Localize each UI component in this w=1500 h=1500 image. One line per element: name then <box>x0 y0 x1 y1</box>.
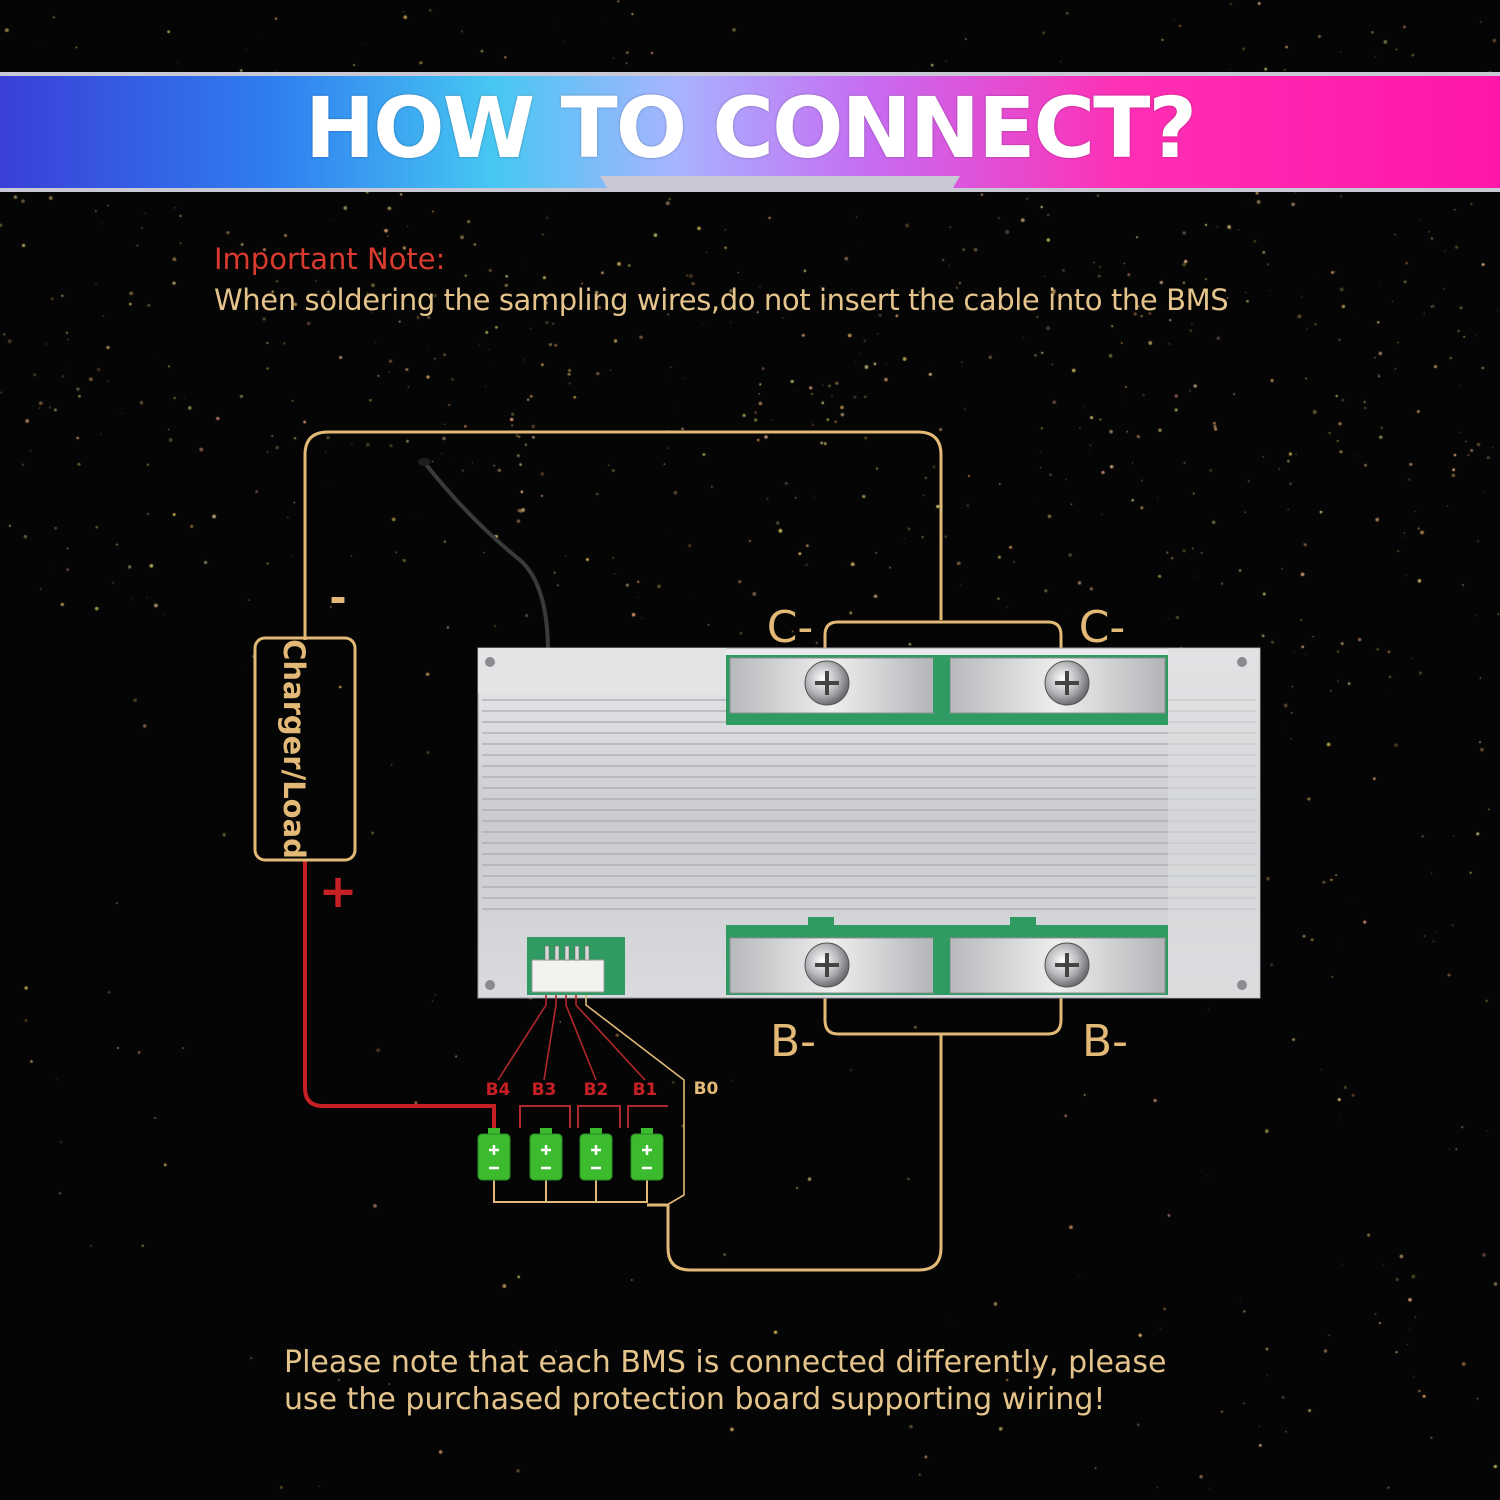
battery-tap-links <box>493 1105 668 1203</box>
bms-board <box>477 647 1261 999</box>
screw-icon <box>1044 660 1090 706</box>
charger-load-label: Charger/Load <box>277 639 311 859</box>
footer-note-line2: use the purchased protection board suppo… <box>284 1382 1106 1417</box>
footer-note-line1: Please note that each BMS is connected d… <box>284 1345 1167 1380</box>
sampling-wires <box>497 995 685 1206</box>
b4-label: B4 <box>486 1080 511 1100</box>
mount-hole <box>485 980 495 990</box>
footer-note: Please note that each BMS is connected d… <box>284 1344 1284 1418</box>
page-title: HOW TO CONNECT? <box>304 79 1197 177</box>
important-note-title: Important Note: <box>214 242 446 276</box>
b-minus-right-label: B- <box>1082 1016 1128 1067</box>
b3-label: B3 <box>532 1080 557 1100</box>
battery-icon <box>579 1128 613 1181</box>
banner-notch <box>600 176 960 188</box>
heatsink-fins <box>482 699 1256 910</box>
b2-label: B2 <box>584 1080 609 1100</box>
c-minus-left-label: C- <box>767 602 814 653</box>
wire-c-minus-bridge <box>823 620 1063 658</box>
b0-label: B0 <box>694 1079 719 1099</box>
b1-label: B1 <box>633 1080 658 1100</box>
c-minus-right-label: C- <box>1079 602 1126 653</box>
balance-connector <box>531 959 605 993</box>
mount-hole <box>1237 980 1247 990</box>
b-minus-left-label: B- <box>770 1016 816 1067</box>
battery-icon <box>529 1128 563 1181</box>
minus-sign: - <box>329 573 346 622</box>
mount-hole <box>485 657 495 667</box>
battery-icon <box>477 1128 511 1181</box>
screw-icon <box>804 660 850 706</box>
screw-icon <box>804 942 850 988</box>
plus-sign: + <box>319 864 358 918</box>
connector-pins <box>544 945 590 961</box>
title-banner <box>0 72 1500 192</box>
wire-b-minus-to-battery <box>647 1034 943 1272</box>
wire-b-minus-bridge <box>823 995 1063 1036</box>
sensor-probe-icon <box>422 460 550 653</box>
charger-load-box <box>253 636 357 862</box>
battery-icon <box>630 1128 664 1181</box>
wire-charger-plus <box>303 860 496 1128</box>
probe-tip <box>418 458 430 466</box>
important-note-text: When soldering the sampling wires,do not… <box>214 283 1229 317</box>
mount-hole <box>1237 657 1247 667</box>
screw-icon <box>1044 942 1090 988</box>
wire-charger-minus <box>303 430 943 640</box>
